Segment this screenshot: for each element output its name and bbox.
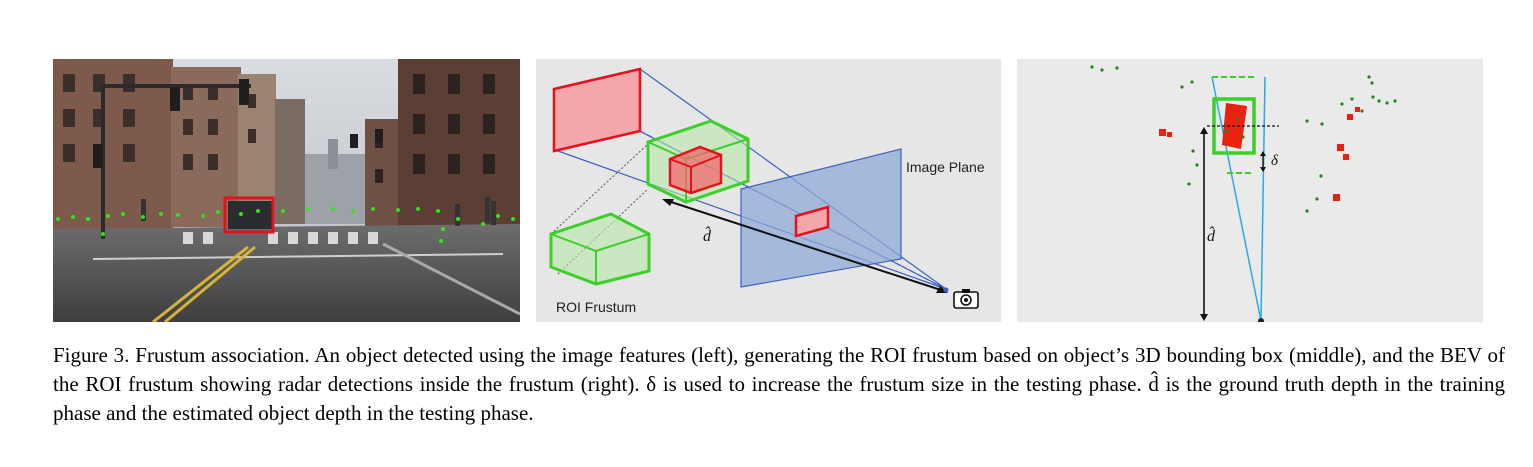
street-scene-image <box>53 59 520 322</box>
depth-label-right: d̂ <box>1207 226 1216 245</box>
camera-icon <box>953 289 979 309</box>
caption-text: Frustum association. An object detected … <box>53 343 1506 425</box>
caption-label: Figure 3. <box>53 343 130 367</box>
figure-caption: Figure 3. Frustum association. An object… <box>53 341 1505 428</box>
bev-diagram: d̂ δ <box>1017 59 1483 322</box>
detection-box <box>223 196 275 234</box>
image-plane-label: Image Plane <box>906 159 985 175</box>
frustum-diagram: Image Plane ROI Frustum <box>536 59 1001 322</box>
roi-frustum-label: ROI Frustum <box>556 299 636 315</box>
depth-label-middle: d̂ <box>703 226 712 245</box>
delta-label: δ <box>1271 153 1279 169</box>
